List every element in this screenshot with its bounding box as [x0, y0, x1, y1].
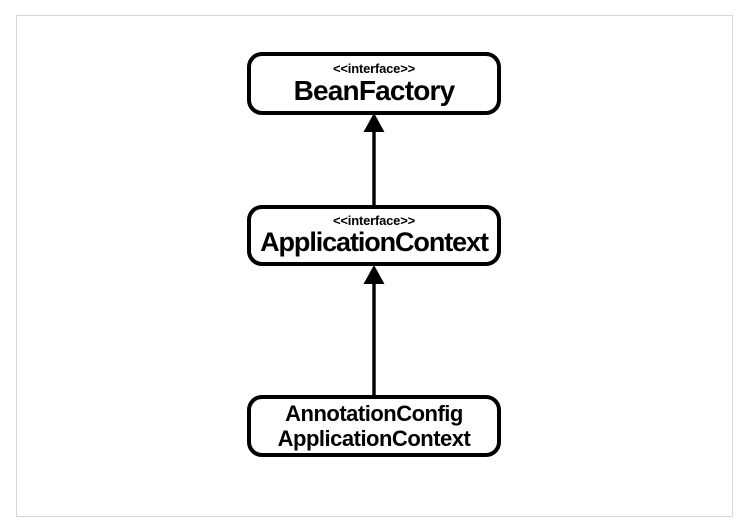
uml-node-beanfactory[interactable]: <<interface>> BeanFactory [247, 52, 501, 115]
generalization-arrow-appcontext-to-beanfactory [363, 113, 385, 205]
generalization-arrow-annotationconfig-to-appcontext [363, 265, 385, 395]
stereotype-label: <<interface>> [333, 213, 415, 229]
uml-node-applicationcontext[interactable]: <<interface>> ApplicationContext [247, 205, 501, 266]
class-name-label: ApplicationContext [260, 227, 489, 258]
class-name-label-line2: ApplicationContext [277, 426, 471, 451]
uml-node-annotationconfigapplicationcontext[interactable]: AnnotationConfig ApplicationContext [247, 395, 501, 457]
stereotype-label: <<interface>> [333, 60, 415, 76]
class-name-label-line1: AnnotationConfig [285, 401, 463, 426]
class-name-label: BeanFactory [293, 74, 456, 106]
